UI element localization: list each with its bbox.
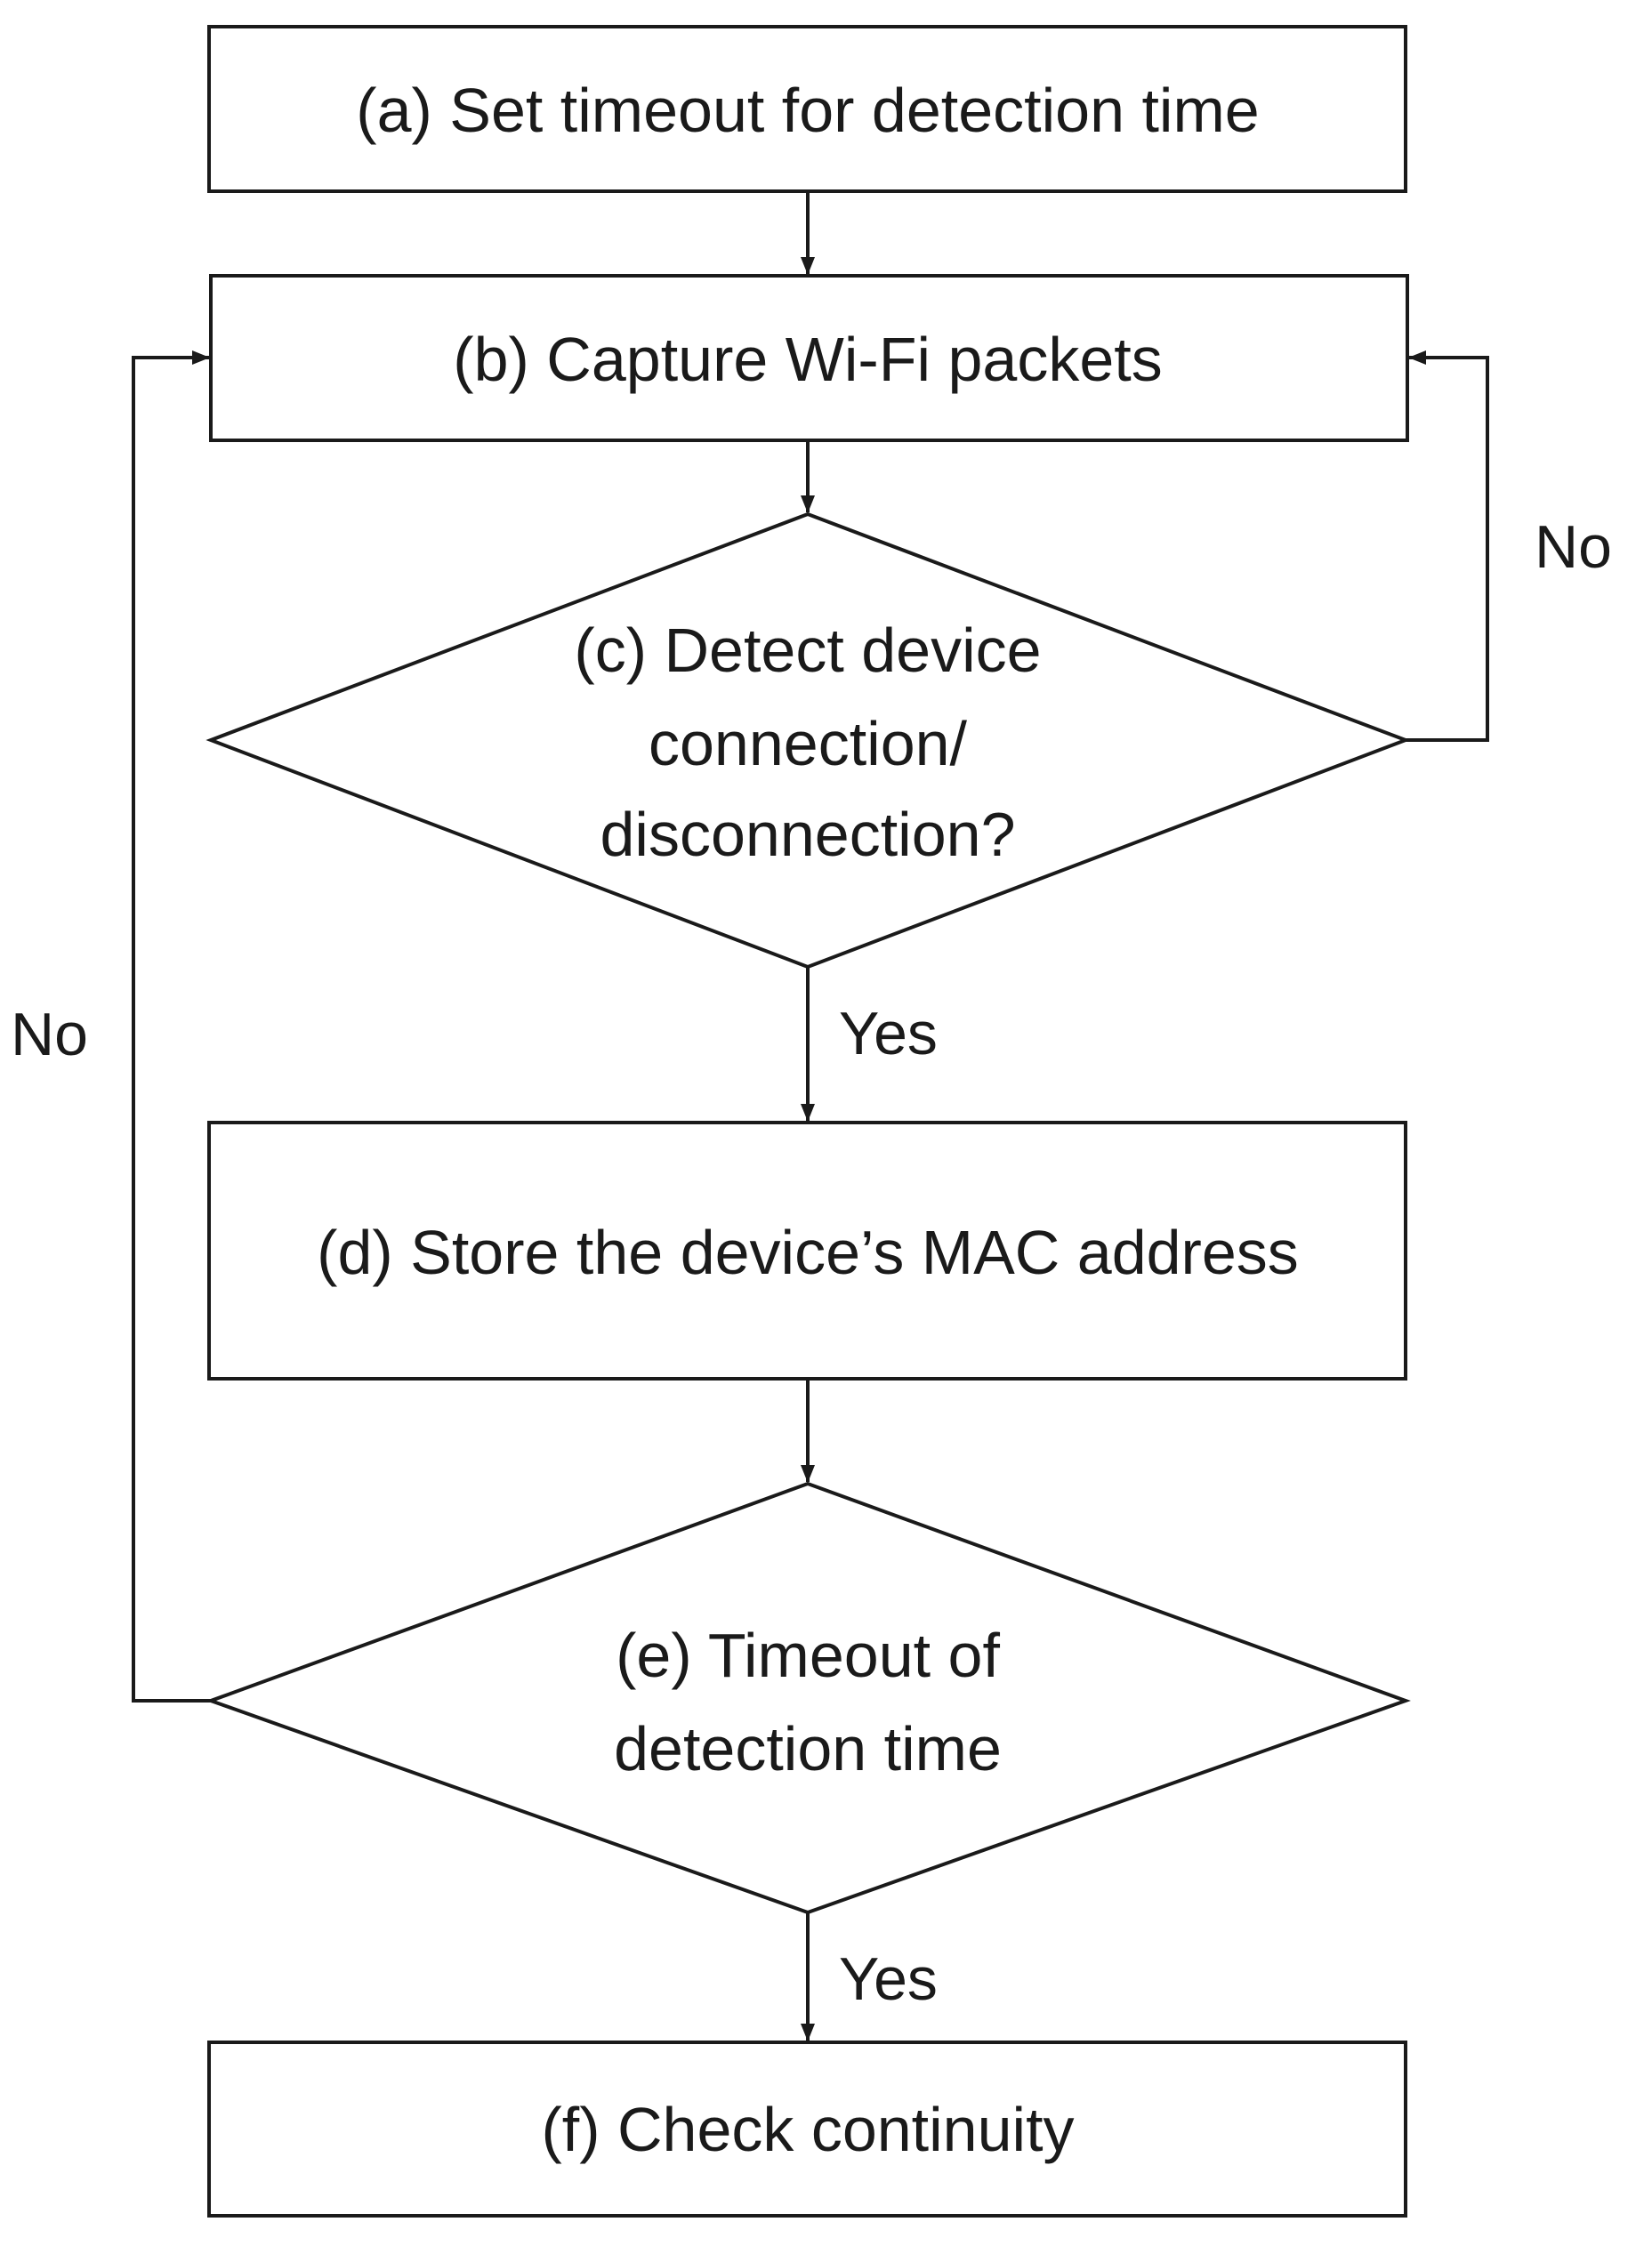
edge-c-no-label: No	[1535, 513, 1612, 581]
node-b-label: (b) Capture Wi-Fi packets	[453, 325, 1162, 394]
node-f-label: (f) Check continuity	[541, 2095, 1074, 2164]
node-f-check-continuity: (f) Check continuity	[207, 2041, 1407, 2218]
node-e-label-line-1: (e) Timeout of	[616, 1621, 1000, 1690]
node-c-detect-decision: (c) Detect device connection/ disconnect…	[205, 511, 1411, 970]
node-e-diamond	[205, 1481, 1411, 1915]
node-e-timeout-decision: (e) Timeout of detection time	[205, 1481, 1411, 1915]
node-c-label-line-2: connection/	[649, 709, 968, 778]
node-c-label-line-1: (c) Detect device	[574, 616, 1041, 685]
node-d-label: (d) Store the device’s MAC address	[317, 1218, 1299, 1287]
node-c-label-line-3: disconnection?	[600, 800, 1016, 869]
edge-e-yes-label: Yes	[839, 1945, 938, 2013]
node-e-label-line-2: detection time	[614, 1714, 1002, 1783]
node-d-box	[207, 1121, 1407, 1381]
edge-c-yes-label: Yes	[839, 1000, 938, 1067]
node-b-capture-packets: (b) Capture Wi-Fi packets	[209, 274, 1409, 442]
node-a-set-timeout: (a) Set timeout for detection time	[207, 25, 1407, 193]
edge-c-no-to-b-arrow	[1406, 350, 1489, 742]
node-f-box	[207, 2041, 1407, 2218]
edge-e-no-label: No	[11, 1001, 88, 1068]
edge-e-no-to-b-arrow	[132, 350, 211, 1703]
node-a-box	[207, 25, 1407, 193]
node-a-label: (a) Set timeout for detection time	[356, 76, 1259, 145]
node-d-store-mac: (d) Store the device’s MAC address	[207, 1121, 1407, 1381]
node-b-box	[209, 274, 1409, 442]
